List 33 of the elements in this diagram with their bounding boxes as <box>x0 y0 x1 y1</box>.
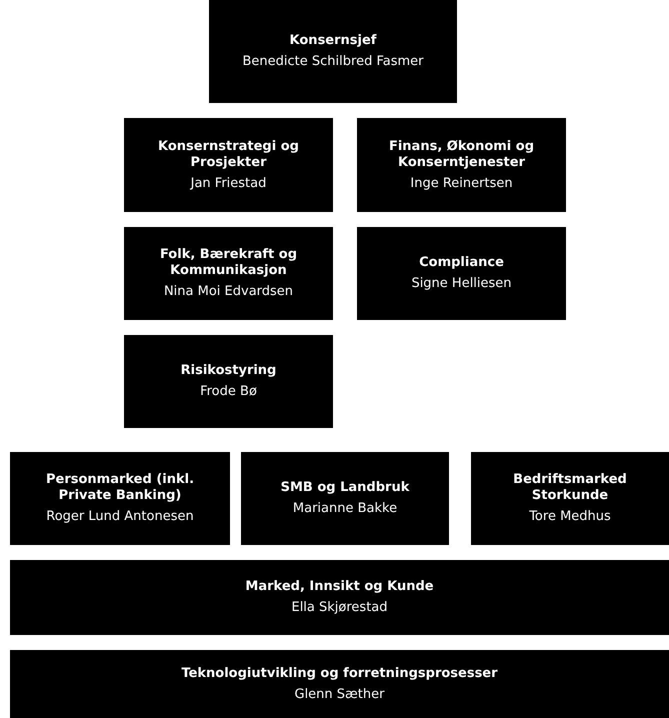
unit-title: Risikostyring <box>180 363 276 379</box>
unit-title: Folk, Bærekraft og Kommunikasjon <box>158 247 298 279</box>
unit-title: Bedriftsmarked Storkunde <box>512 472 628 504</box>
unit-title: Compliance <box>419 255 504 271</box>
person-name: Roger Lund Antonesen <box>46 509 194 525</box>
org-box <box>124 335 333 428</box>
unit-title: Konsernsjef <box>290 33 376 49</box>
org-box <box>124 118 333 212</box>
person-name: Inge Reinertsen <box>410 176 513 192</box>
org-box <box>124 227 333 320</box>
person-name: Nina Moi Edvardsen <box>164 284 294 300</box>
org-box <box>10 650 669 718</box>
unit-title: Personmarked (inkl. Private Banking) <box>44 472 196 504</box>
unit-title: Konsernstrategi og Prosjekter <box>157 138 300 170</box>
unit-title: Finans, Økonomi og Konserntjenester <box>388 138 536 170</box>
org-box <box>209 0 457 103</box>
person-name: Glenn Sæther <box>294 686 384 702</box>
unit-title: Marked, Innsikt og Kunde <box>245 579 434 595</box>
person-name: Marianne Bakke <box>292 501 398 517</box>
org-box <box>471 452 669 545</box>
org-box <box>241 452 449 545</box>
org-box <box>10 560 669 635</box>
person-name: Signe Helliesen <box>411 276 512 292</box>
person-name: Tore Medhus <box>529 509 611 525</box>
org-box <box>10 452 230 545</box>
person-name: Benedicte Schilbred Fasmer <box>242 54 424 70</box>
unit-title: Teknologiutvikling og forretningsprosesser <box>181 666 498 682</box>
org-box <box>357 227 566 320</box>
person-name: Jan Friestad <box>190 176 266 192</box>
person-name: Ella Skjørestad <box>291 600 388 616</box>
unit-title: SMB og Landbruk <box>280 480 410 496</box>
org-box <box>357 118 566 212</box>
person-name: Frode Bø <box>200 384 257 400</box>
